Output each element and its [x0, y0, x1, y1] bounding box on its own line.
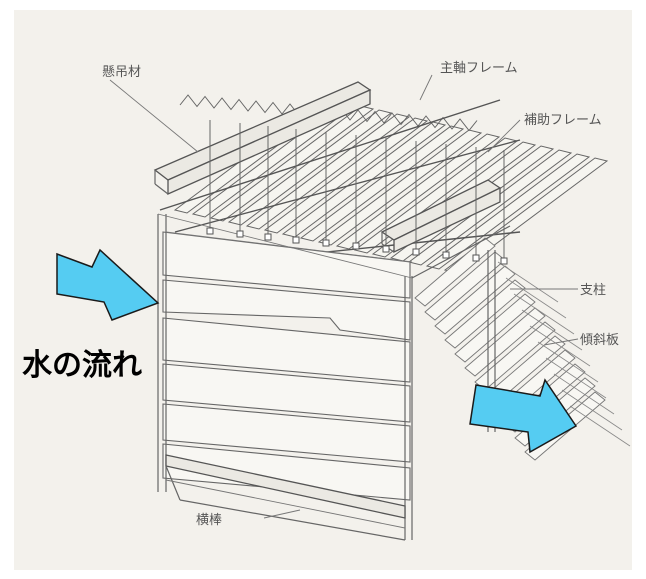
- inclined-plate-edge: [537, 341, 599, 383]
- inclined-plate: [464, 307, 546, 377]
- auxiliary-frame-beam: [380, 179, 502, 254]
- main-frame-rail: [174, 139, 521, 233]
- label-post: 支柱: [580, 283, 606, 298]
- inclined-plate-edge: [529, 325, 591, 367]
- label-inclined-plate: 傾斜板: [580, 333, 619, 348]
- inclined-plate-edge: [569, 405, 631, 447]
- front-plate-stack: [162, 231, 411, 501]
- inclined-plate-edge: [561, 389, 623, 431]
- hanger-rods: [206, 120, 508, 265]
- main-frame-rail: [159, 99, 501, 211]
- inflow-arrow-icon: [56, 248, 160, 321]
- bolt: [472, 254, 480, 262]
- top-slat: [335, 133, 501, 250]
- label-auxiliary-frame: 補助フレーム: [524, 113, 602, 128]
- label-main-frame: 主軸フレーム: [440, 61, 518, 76]
- bolt: [206, 227, 214, 235]
- leader-lines: [109, 74, 579, 519]
- bolt: [322, 239, 330, 247]
- label-suspension-member: 懸吊材: [102, 65, 141, 80]
- suspension-member-beam: [153, 81, 372, 196]
- bolt: [500, 257, 508, 265]
- top-slat: [227, 109, 393, 226]
- inclined-plate-edge: [545, 357, 607, 399]
- inclined-plate-edge: [505, 277, 567, 319]
- inclined-plate: [444, 279, 526, 349]
- bolt: [412, 248, 420, 256]
- inclined-plate-edge: [521, 309, 583, 351]
- top-slat: [299, 125, 465, 242]
- inclined-plate-edge: [497, 261, 559, 303]
- bolt: [264, 233, 272, 241]
- cross-bars: [165, 454, 406, 541]
- bolt: [352, 242, 360, 250]
- bolt: [442, 251, 450, 259]
- bolt: [236, 230, 244, 238]
- inclined-plate-edge: [513, 293, 575, 335]
- top-slat: [407, 149, 573, 266]
- label-cross-bar: 横棒: [196, 513, 222, 528]
- outflow-arrow-icon: [469, 378, 578, 454]
- bolt: [382, 245, 390, 253]
- bolt: [292, 236, 300, 244]
- top-slat: [425, 153, 591, 270]
- inclined-plate-edge: [553, 373, 615, 415]
- top-slat: [281, 121, 447, 238]
- water-flow-label: 水の流れ: [22, 348, 142, 383]
